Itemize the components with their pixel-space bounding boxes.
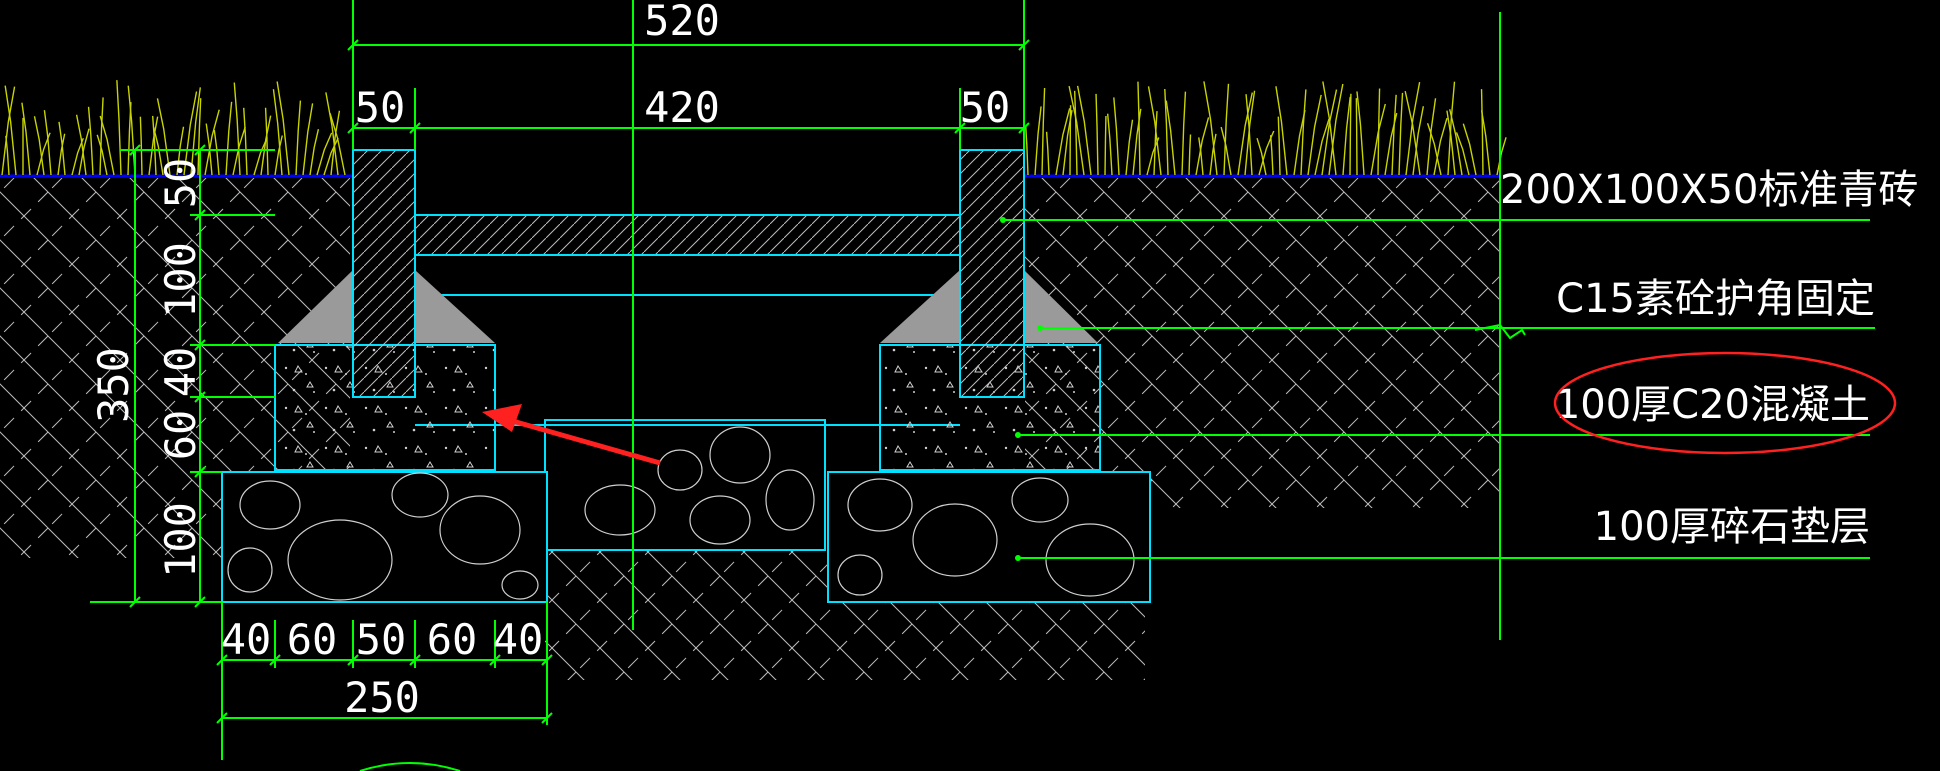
dim-left-total: 350 [89, 347, 138, 423]
callout-concrete: 100厚C20混凝土 [1555, 382, 1870, 428]
gravel-stones-center [584, 426, 815, 545]
gravel-center [544, 419, 826, 551]
partial-circle [359, 762, 461, 771]
dim-bottom-seg-2: 60 [287, 615, 338, 664]
top-dimensions [347, 0, 1030, 150]
bottom-dimensions [216, 602, 553, 760]
grass [1, 80, 1507, 176]
corner-right-outer [1024, 270, 1098, 343]
dim-left-seg-5: 100 [156, 502, 205, 578]
dim-left-seg-2: 100 [156, 242, 205, 318]
dim-top-left: 50 [355, 83, 406, 132]
brick-left [352, 149, 416, 398]
leader-dot-3 [1015, 432, 1021, 438]
dim-bottom-seg-4: 60 [427, 615, 478, 664]
callout-corner: C15素砼护角固定 [1556, 276, 1875, 322]
gravel-stones-right [837, 477, 1135, 597]
dim-left-seg-3: 40 [156, 347, 205, 398]
leader-dot-4 [1015, 555, 1021, 561]
leader-lines [1003, 219, 1875, 559]
gravel-left [221, 471, 548, 603]
dim-top-total: 520 [644, 0, 720, 45]
leader-dot-2 [1037, 325, 1043, 331]
dim-bottom-seg-3: 50 [356, 615, 407, 664]
callout-brick: 200X100X50标准青砖 [1500, 167, 1918, 213]
corner-left-outer [278, 270, 353, 343]
corner-right-inner [880, 270, 960, 343]
brick-right [959, 149, 1025, 398]
dim-bottom-seg-5: 40 [493, 615, 544, 664]
dim-top-mid: 420 [644, 83, 720, 132]
channel-slab-top [414, 214, 961, 256]
left-dimensions [90, 144, 275, 608]
corner-left-inner [415, 270, 495, 343]
dim-bottom-total: 250 [344, 673, 420, 722]
break-symbol [1474, 323, 1526, 340]
gravel-stones-left [227, 472, 539, 601]
highlight-arrow-head [482, 404, 522, 432]
leader-dot-1 [1000, 217, 1006, 223]
dim-top-right: 50 [960, 83, 1011, 132]
dim-left-seg-1: 50 [156, 158, 205, 209]
highlight-arrow-shaft [501, 415, 661, 466]
callout-gravel: 100厚碎石垫层 [1594, 504, 1870, 550]
soil-right [1025, 178, 1500, 508]
gravel-right [827, 471, 1151, 603]
dim-bottom-seg-1: 40 [221, 615, 272, 664]
dim-left-seg-4: 60 [156, 410, 205, 461]
highlight-ellipse [1553, 351, 1897, 455]
